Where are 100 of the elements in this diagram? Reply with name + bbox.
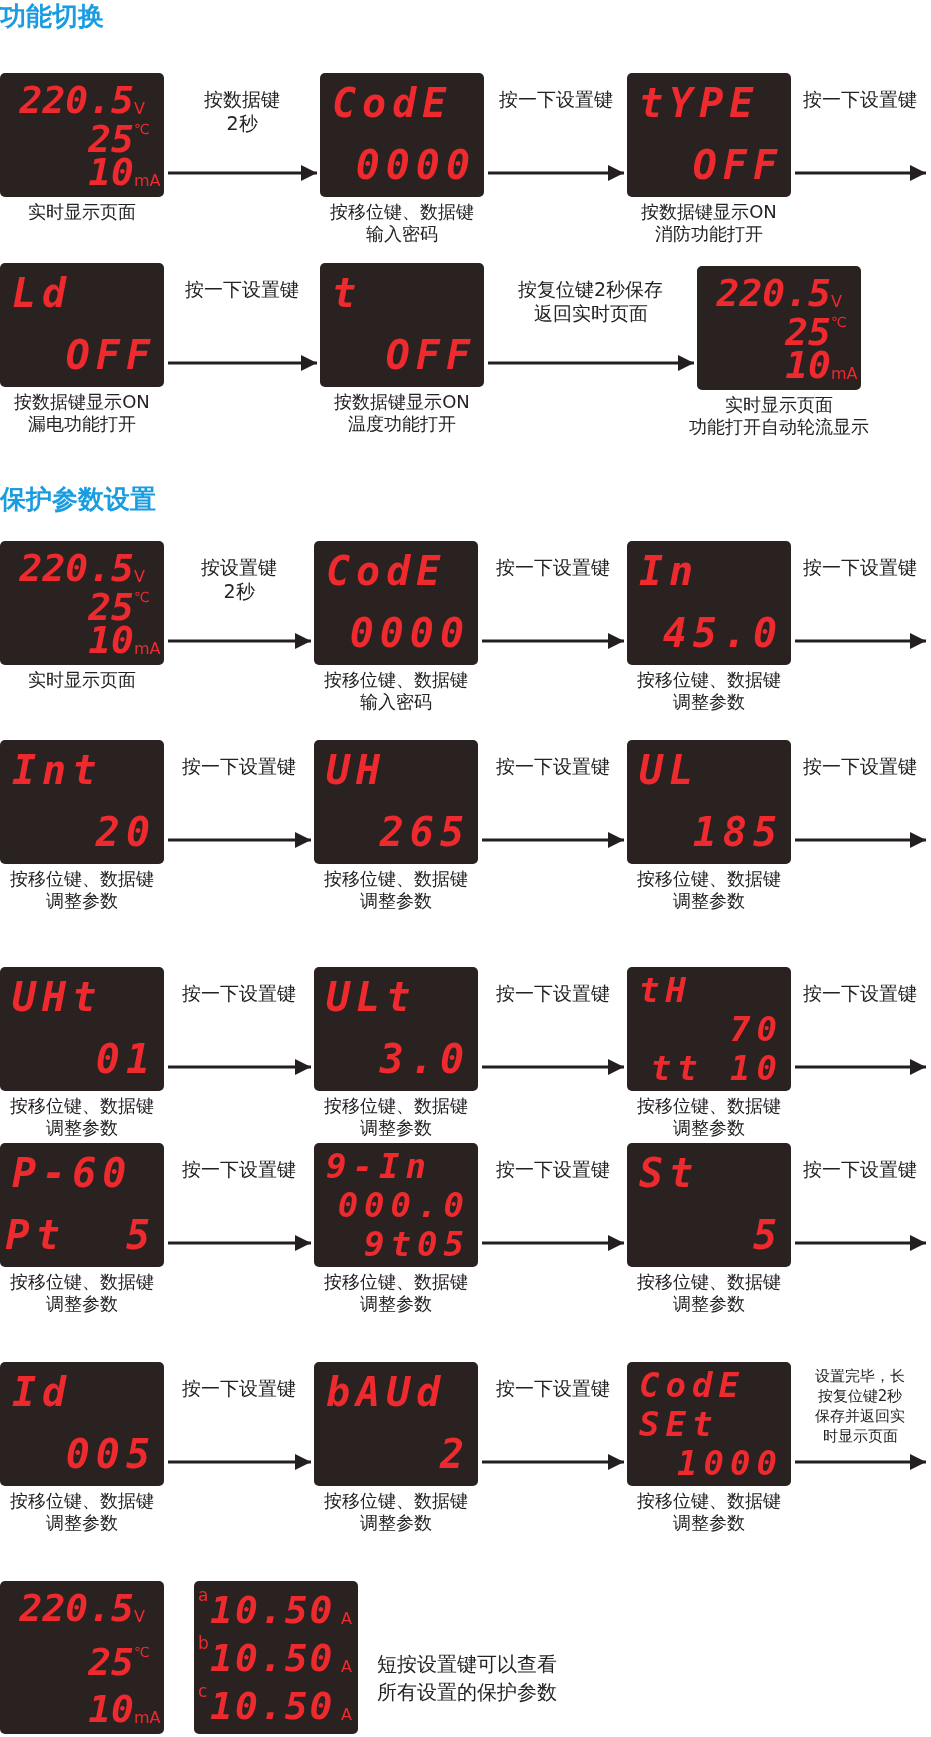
arrow: [795, 1454, 926, 1470]
node-label: 调整参数: [673, 890, 745, 912]
unit-label: mA: [134, 641, 161, 657]
display-reading: 20: [95, 812, 156, 852]
arrow: [482, 1454, 624, 1470]
arrow: [482, 832, 624, 848]
node-label: 按移位键、数据键: [637, 1490, 781, 1512]
unit-label: ℃: [134, 1644, 150, 1659]
unit-label: V: [831, 294, 842, 310]
arrow: [488, 355, 694, 371]
arrow: [168, 1454, 311, 1470]
display-reading: 3.0: [379, 1039, 470, 1079]
node-label: 按移位键、数据键: [10, 1490, 154, 1512]
arrow: [168, 355, 317, 371]
display-reading: 10.50: [210, 1591, 335, 1629]
arrow: [168, 1059, 311, 1075]
display-reading: CodE: [326, 551, 447, 591]
phase-letter: c: [198, 1683, 208, 1700]
node-label: 调整参数: [360, 1293, 432, 1315]
node-label: 调整参数: [673, 1512, 745, 1534]
node-label: 实时显示页面: [725, 394, 833, 416]
arrow: [168, 165, 317, 181]
display-reading: OFF: [385, 335, 476, 375]
display-reading: 9-In: [326, 1149, 432, 1183]
display-reading: 10.50: [210, 1639, 335, 1677]
arrow: [168, 1235, 311, 1251]
display-reading: 000.0: [337, 1188, 470, 1222]
display-reading: CodE: [639, 1368, 745, 1402]
arrow: [795, 165, 926, 181]
display-reading: 0000: [355, 145, 476, 185]
node-label: 实时显示页面: [28, 669, 136, 691]
phase-letter: b: [198, 1635, 209, 1652]
display-reading: UH: [326, 750, 387, 790]
node-label: 调整参数: [673, 1293, 745, 1315]
unit-label: ℃: [831, 315, 847, 329]
node-label: 按移位键、数据键: [637, 669, 781, 691]
unit-label: V: [134, 569, 145, 585]
arrow: [795, 832, 926, 848]
note-text: 短按设置键可以查看所有设置的保护参数: [377, 1651, 558, 1706]
unit-label: ℃: [134, 122, 150, 136]
display-reading: St: [639, 1153, 700, 1193]
display-reading: 220.5: [19, 81, 134, 119]
node-label: 按移位键、数据键: [10, 1271, 154, 1293]
node-label: 调整参数: [673, 691, 745, 713]
display-reading: Id: [12, 1372, 73, 1412]
display-reading: SEt: [639, 1407, 719, 1441]
section-title: 保护参数设置: [0, 483, 156, 515]
node-label: 按移位键、数据键: [324, 1490, 468, 1512]
display-reading: tt 10: [650, 1051, 783, 1085]
node-label: 输入密码: [360, 691, 432, 713]
display-reading: Pt 5: [5, 1215, 156, 1255]
node-label: 按移位键、数据键: [330, 201, 474, 223]
display-reading: Int: [12, 750, 103, 790]
unit-label: V: [134, 1609, 145, 1625]
display-reading: 220.5: [19, 1589, 134, 1627]
arrow: [168, 832, 311, 848]
node-label: 按移位键、数据键: [637, 1271, 781, 1293]
unit-label: A: [341, 1659, 352, 1675]
display-reading: In: [639, 551, 700, 591]
display-reading: 220.5: [716, 274, 831, 312]
unit-label: ℃: [134, 590, 150, 604]
display-reading: P-60: [12, 1153, 133, 1193]
arrow: [795, 1059, 926, 1075]
node-label: 按移位键、数据键: [324, 1095, 468, 1117]
node-label: 按移位键、数据键: [10, 868, 154, 890]
node-label: 调整参数: [360, 1117, 432, 1139]
display-reading: UHt: [12, 977, 103, 1017]
display-reading: 265: [379, 812, 470, 852]
display-reading: 10: [88, 1690, 134, 1728]
node-label: 调整参数: [46, 890, 118, 912]
edge-label: 按设置键2秒: [199, 555, 279, 603]
display-reading: tH: [639, 973, 692, 1007]
node-label: 调整参数: [46, 1512, 118, 1534]
display-reading: 005: [65, 1434, 156, 1474]
unit-label: mA: [134, 1710, 161, 1726]
display-reading: 185: [692, 812, 783, 852]
node-label: 按数据键显示ON: [641, 201, 777, 223]
display-reading: tYPE: [639, 83, 760, 123]
section-title: 功能切换: [0, 0, 104, 32]
display-reading: 9t05: [364, 1227, 470, 1261]
display-reading: 220.5: [19, 549, 134, 587]
node-label: 按数据键显示ON: [334, 391, 470, 413]
node-label: 按移位键、数据键: [324, 1271, 468, 1293]
unit-label: A: [341, 1611, 352, 1627]
node-label: 调整参数: [46, 1293, 118, 1315]
display-reading: Ld: [12, 273, 73, 313]
node-label: 调整参数: [360, 890, 432, 912]
node-label: 温度功能打开: [348, 413, 456, 435]
arrow: [482, 1235, 624, 1251]
display-reading: OFF: [65, 335, 156, 375]
node-label: 按数据键显示ON: [14, 391, 150, 413]
display-reading: UL: [639, 750, 700, 790]
unit-label: A: [341, 1707, 352, 1723]
edge-label: 按数据键2秒: [202, 87, 282, 135]
display-reading: bAUd: [326, 1372, 447, 1412]
node-label: 按移位键、数据键: [324, 868, 468, 890]
display-reading: t: [332, 273, 363, 313]
arrow: [168, 633, 311, 649]
arrow: [482, 1059, 624, 1075]
display-reading: 25: [88, 1642, 134, 1681]
